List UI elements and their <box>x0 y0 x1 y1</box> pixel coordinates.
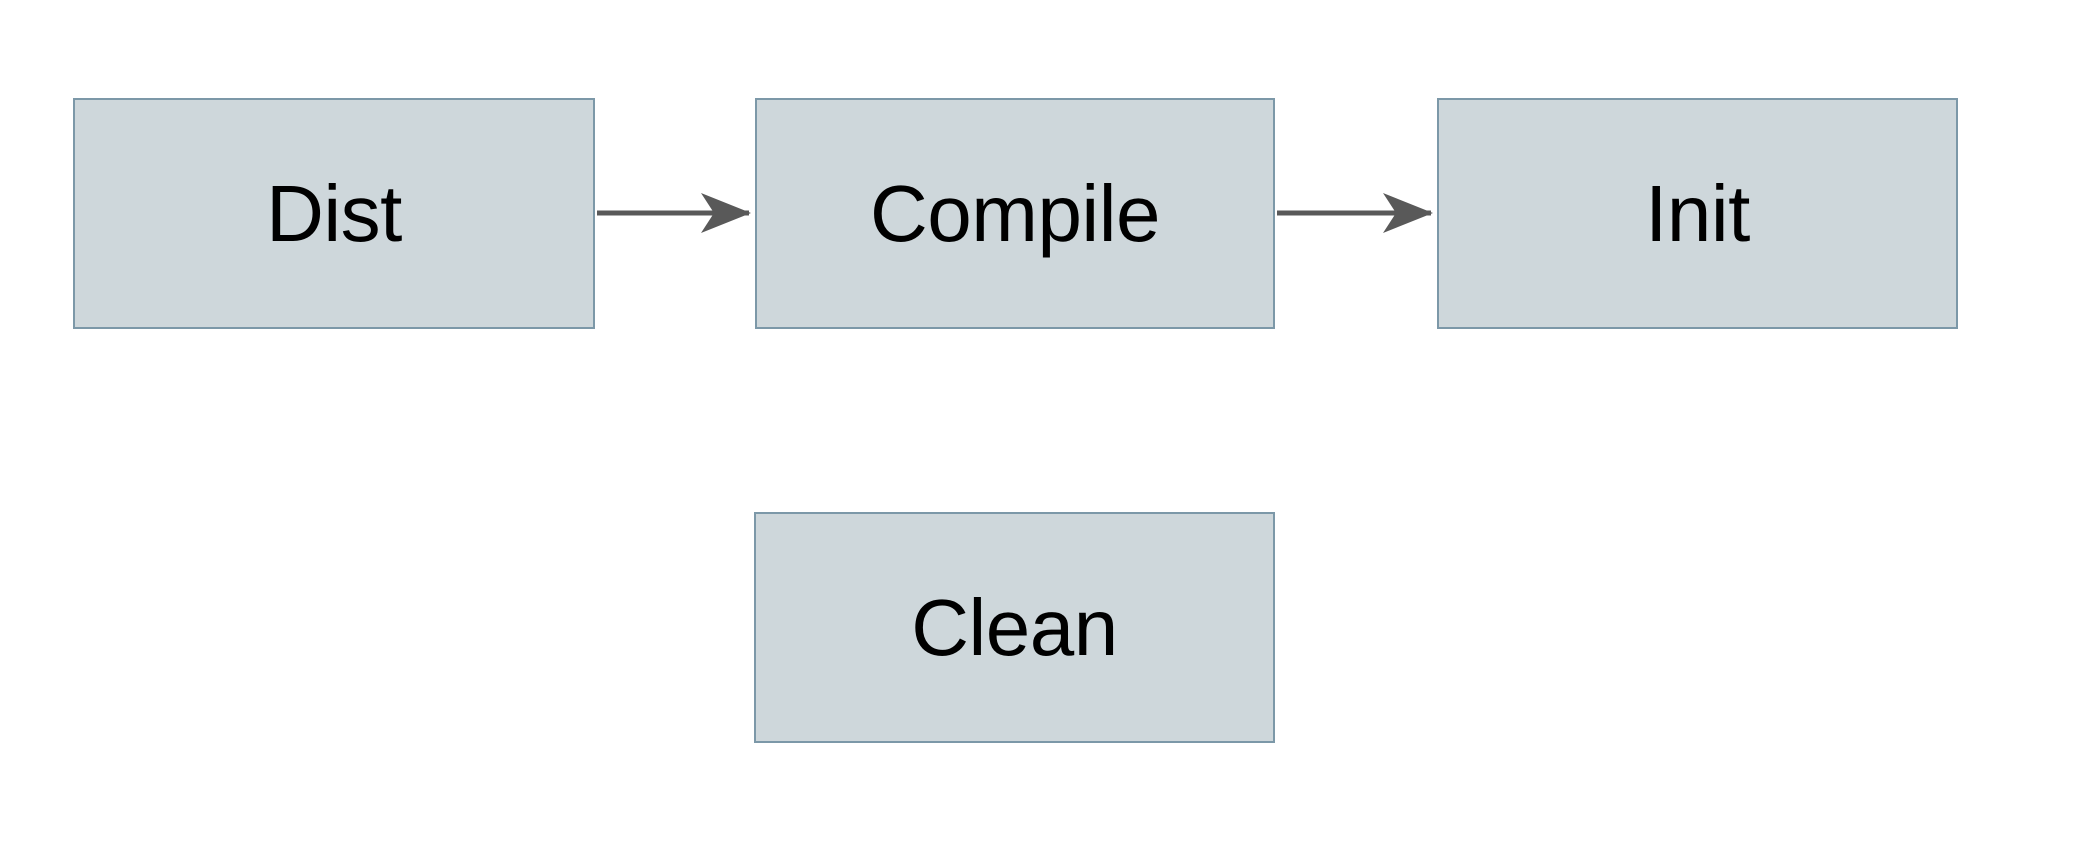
node-clean-label: Clean <box>911 582 1118 672</box>
node-dist-label: Dist <box>266 168 402 258</box>
node-clean[interactable]: Clean <box>754 512 1275 743</box>
node-init-label: Init <box>1645 168 1750 258</box>
node-init[interactable]: Init <box>1437 98 1958 329</box>
node-dist[interactable]: Dist <box>73 98 595 329</box>
node-compile-label: Compile <box>870 168 1160 258</box>
node-compile[interactable]: Compile <box>755 98 1275 329</box>
